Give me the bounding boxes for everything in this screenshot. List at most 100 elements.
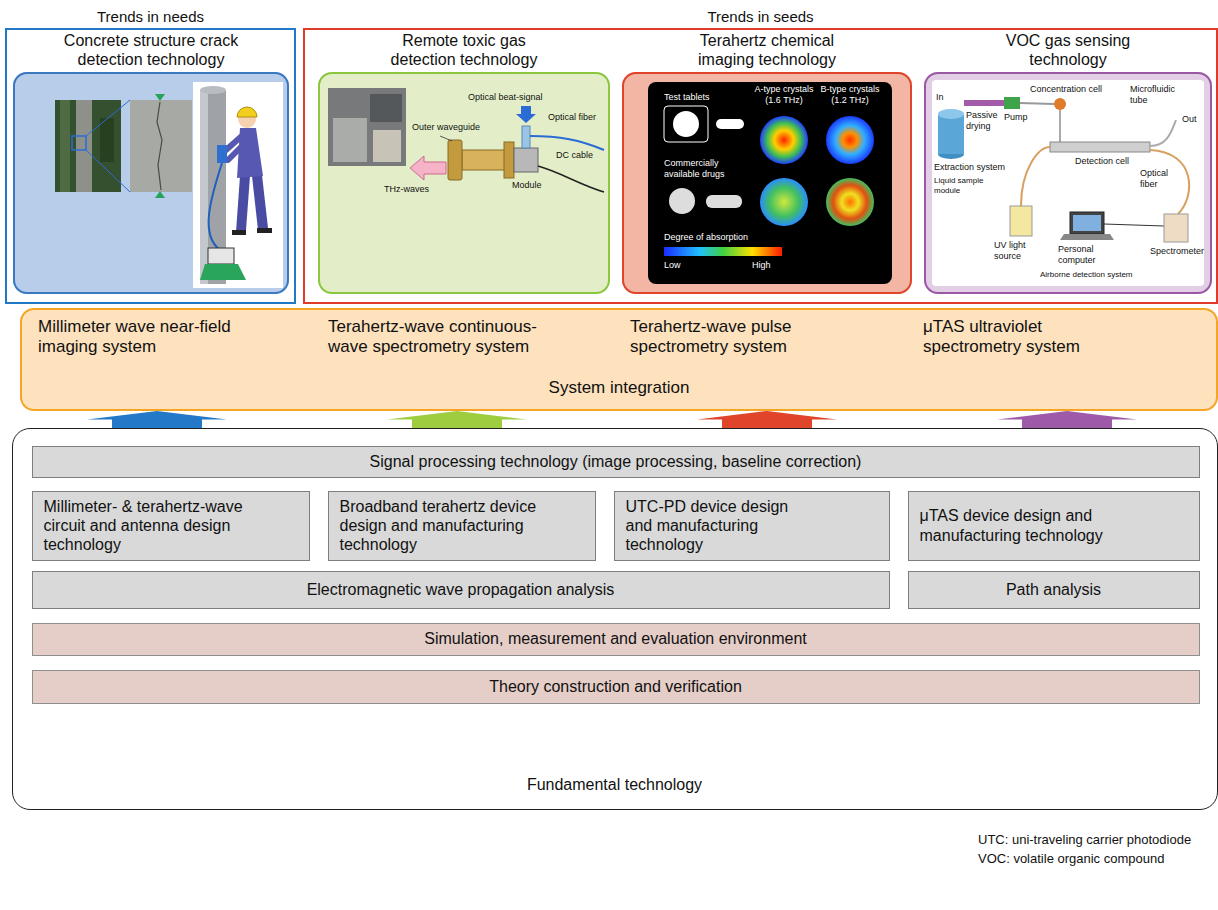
block-arrow bbox=[87, 411, 227, 428]
crack-illustration-part bbox=[228, 142, 246, 160]
fundamental-box: Fundamental technology Signal processing … bbox=[12, 428, 1218, 810]
crack-illustration-part bbox=[193, 82, 283, 288]
annotation-label: Optical fiber bbox=[548, 112, 610, 123]
annotation-label: Liquid sample module bbox=[934, 176, 1009, 195]
node-text: μTAS device design and manufacturing tec… bbox=[920, 506, 1105, 544]
voc-illustration-part bbox=[1073, 215, 1101, 231]
imaging-illustration-part bbox=[826, 178, 874, 226]
node-text: Terahertz-wave pulse spectrometry system bbox=[630, 317, 855, 358]
gas-illustration-part bbox=[373, 130, 401, 162]
crack-illustration-part bbox=[200, 86, 226, 94]
gas-illustration-part bbox=[514, 148, 538, 172]
technology-panel: Remote toxic gas detection technology bbox=[318, 72, 610, 294]
voc-illustration-part bbox=[1060, 234, 1114, 240]
annotation-label: Optical fiber bbox=[1140, 168, 1180, 190]
crack-illustration-part bbox=[200, 90, 208, 284]
panel-heading: Remote toxic gas detection technology bbox=[372, 32, 557, 69]
crack-illustration-part bbox=[155, 191, 165, 198]
technology-bar: Electromagnetic wave propagation analysi… bbox=[32, 571, 890, 609]
node-text: Millimeter wave near-field imaging syste… bbox=[38, 317, 233, 358]
gas-illustration-part bbox=[462, 150, 506, 170]
imaging-illustration-part bbox=[664, 106, 708, 142]
voc-illustration-part bbox=[1150, 120, 1176, 146]
annotation-label: Concentration cell bbox=[1030, 84, 1126, 95]
crack-illustration-part bbox=[130, 100, 192, 192]
node-text: Fundamental technology bbox=[17, 775, 1212, 794]
annotation-label: Module bbox=[512, 180, 552, 191]
crack-illustration-part bbox=[208, 248, 234, 264]
gas-illustration-part bbox=[440, 136, 452, 141]
gas-illustration bbox=[318, 72, 610, 294]
annotation-label: In bbox=[936, 92, 956, 103]
imaging-illustration bbox=[622, 72, 912, 294]
annotation-label: Low bbox=[664, 260, 694, 271]
voc-illustration-part bbox=[1059, 110, 1061, 142]
technology-bar: Path analysis bbox=[908, 571, 1200, 609]
voc-illustration-part bbox=[964, 100, 1004, 106]
annotation-label: Commercially available drugs bbox=[664, 158, 756, 180]
crack-illustration-part bbox=[100, 118, 114, 162]
voc-illustration-part bbox=[1164, 214, 1188, 242]
annotation-label: Passive drying bbox=[966, 110, 1004, 132]
crack-illustration-part bbox=[86, 150, 130, 192]
crack-illustration-part bbox=[236, 176, 250, 232]
crack-illustration-part bbox=[200, 264, 246, 280]
voc-illustration-part bbox=[932, 80, 1204, 286]
gas-illustration-part bbox=[328, 88, 406, 166]
imaging-illustration-part bbox=[669, 188, 695, 214]
annotation-label: High bbox=[752, 260, 782, 271]
annotation-label: Airborne detection system bbox=[1040, 270, 1180, 280]
voc-illustration-part bbox=[1070, 212, 1104, 234]
imaging-illustration-part bbox=[648, 82, 892, 284]
node-text: Simulation, measurement and evaluation e… bbox=[37, 629, 1195, 648]
technology-box: Broadband terahertz device design and ma… bbox=[328, 491, 596, 561]
crack-illustration-part bbox=[252, 175, 268, 230]
imaging-illustration-part bbox=[716, 119, 744, 129]
crack-illustration-part bbox=[72, 136, 86, 150]
annotation-label: Out bbox=[1182, 114, 1204, 125]
gas-illustration-part bbox=[410, 156, 446, 180]
imaging-illustration-part bbox=[664, 247, 782, 256]
foundation-bar: Theory construction and verification bbox=[32, 670, 1200, 704]
foundation-bar: Simulation, measurement and evaluation e… bbox=[32, 623, 1200, 656]
panel-heading: Concrete structure crack detection techn… bbox=[36, 32, 266, 69]
technology-box: UTC-PD device design and manufacturing t… bbox=[614, 491, 890, 561]
node-text: Broadband terahertz device design and ma… bbox=[340, 497, 545, 555]
gas-illustration-part bbox=[370, 94, 402, 122]
annotation-label: B-type crystals (1.2 THz) bbox=[818, 84, 882, 106]
crack-illustration-part bbox=[86, 100, 130, 136]
imaging-illustration-part bbox=[622, 72, 912, 294]
crack-illustration-part bbox=[232, 230, 246, 235]
voc-illustration-part bbox=[938, 109, 964, 119]
voc-illustration-part bbox=[924, 72, 1212, 294]
crack-illustration-part bbox=[60, 100, 70, 192]
technology-panel: Concrete structure crack detection techn… bbox=[13, 72, 289, 294]
imaging-illustration-part bbox=[826, 116, 874, 164]
crack-illustration-part bbox=[55, 100, 121, 192]
crack-illustration bbox=[13, 72, 289, 294]
node-text: Electromagnetic wave propagation analysi… bbox=[37, 580, 885, 599]
crack-illustration-part bbox=[76, 100, 92, 192]
gas-illustration-part bbox=[530, 136, 604, 150]
gas-illustration-part bbox=[538, 166, 604, 192]
crack-illustration-part bbox=[257, 228, 272, 233]
block-arrow bbox=[387, 411, 527, 428]
crack-illustration-part bbox=[217, 145, 227, 163]
annotation-label: Test tablets bbox=[664, 92, 744, 103]
node-text: Millimeter- & terahertz-wave circuit and… bbox=[44, 497, 254, 555]
gas-illustration-part bbox=[504, 142, 514, 178]
technology-box: μTAS device design and manufacturing tec… bbox=[908, 491, 1200, 561]
voc-illustration-part bbox=[938, 114, 964, 154]
voc-illustration-part bbox=[1010, 206, 1032, 236]
crack-illustration-part bbox=[209, 163, 222, 250]
panel-heading: Trends in needs bbox=[5, 8, 296, 25]
node-text: Signal processing technology (image proc… bbox=[37, 452, 1195, 471]
needs-frame: Trends in needsConcrete structure crack … bbox=[5, 28, 296, 304]
technology-bar: Signal processing technology (image proc… bbox=[32, 446, 1200, 478]
imaging-illustration-part bbox=[760, 116, 808, 164]
node-text: UTC-PD device design and manufacturing t… bbox=[626, 497, 811, 555]
annotation-label: Personal computer bbox=[1058, 244, 1118, 266]
annotation-label: DC cable bbox=[556, 150, 606, 161]
annotation-label: Microfluidic tube bbox=[1130, 84, 1192, 106]
crack-illustration-part bbox=[13, 72, 289, 294]
